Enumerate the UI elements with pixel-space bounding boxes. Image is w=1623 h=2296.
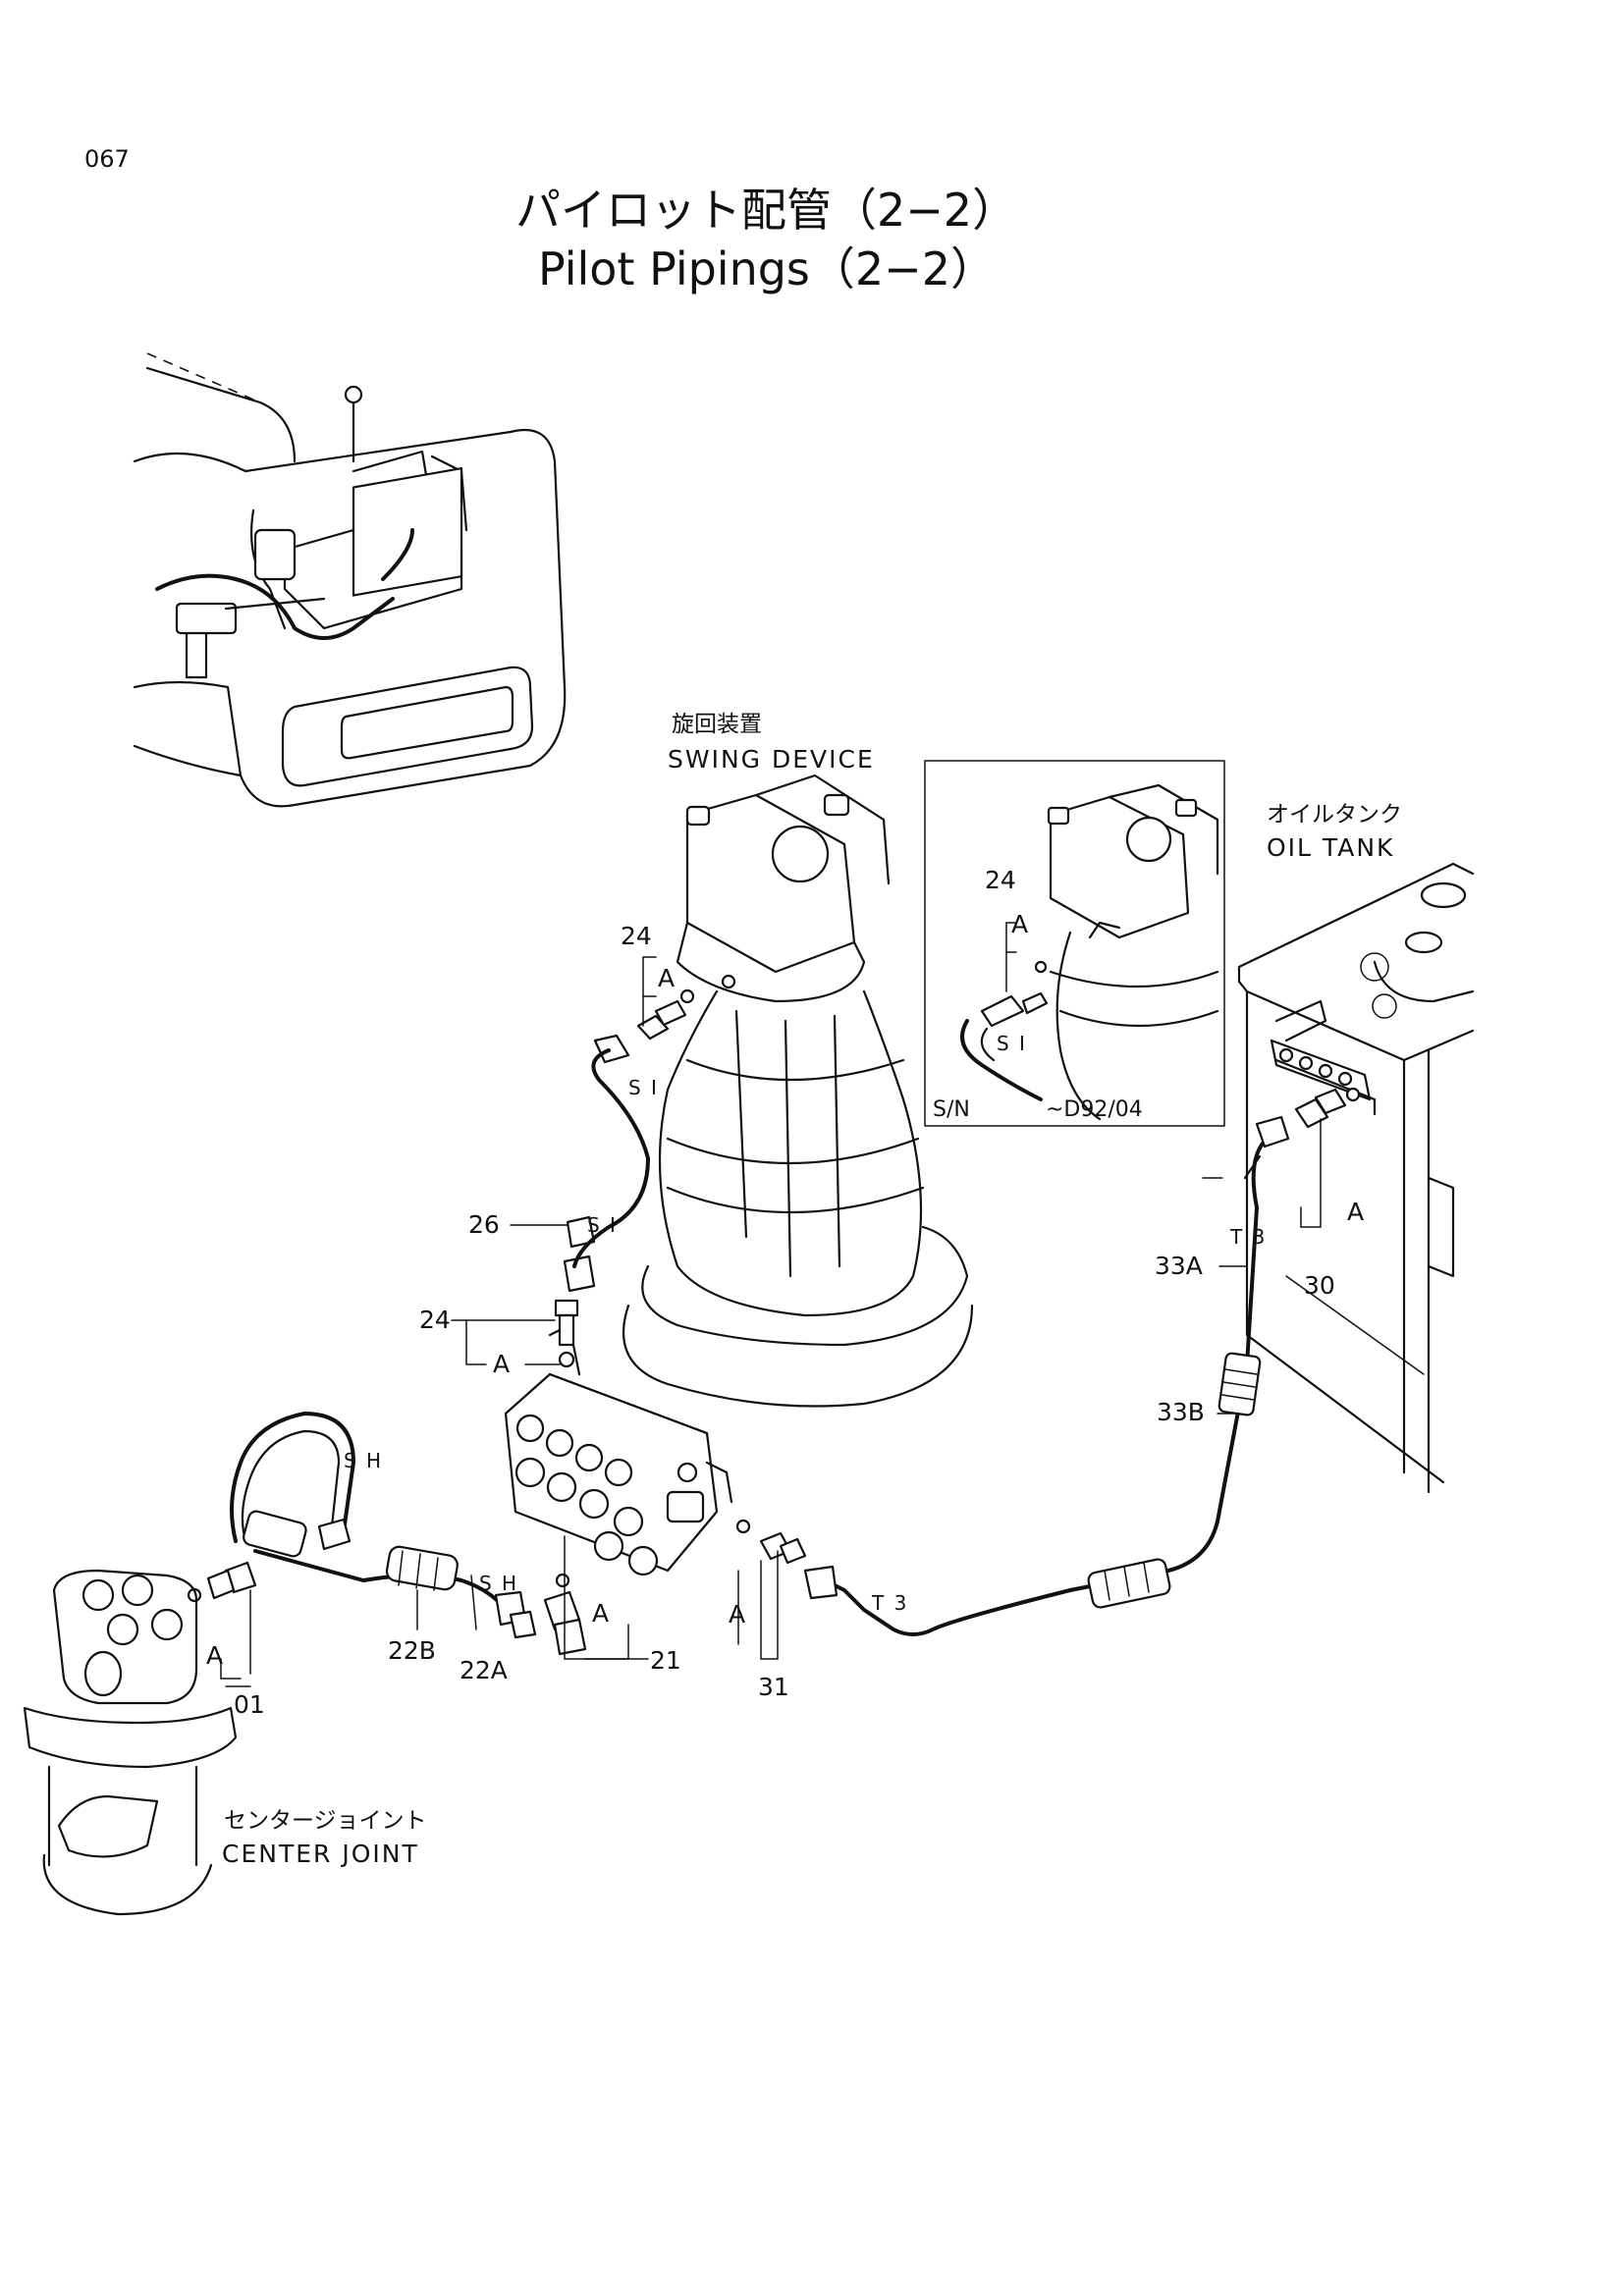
hose-code-t3-top: T 3 (1229, 1225, 1267, 1249)
ref-a-mid: A (493, 1350, 510, 1378)
ref-a-upper: A (658, 964, 675, 992)
swing-device-label-jp: 旋回装置 (672, 712, 762, 737)
hose-22 (230, 1412, 537, 1639)
leader-lines (220, 956, 1322, 1687)
hose-code-si-upper: S I (628, 1076, 659, 1099)
callout-26: 26 (468, 1210, 500, 1239)
callout-24-mid: 24 (419, 1306, 451, 1334)
callout-24-upper: 24 (621, 922, 652, 950)
callout-01: 01 (234, 1690, 265, 1719)
center-joint-illustration (23, 1569, 238, 1916)
callout-31: 31 (758, 1673, 789, 1701)
inset-serial-label: S/N (933, 1097, 970, 1122)
ref-a-oil-tank: A (1347, 1198, 1364, 1226)
callout-33b: 33B (1157, 1398, 1205, 1426)
callout-22a: 22A (460, 1656, 508, 1684)
ref-a-fitting-21: A (592, 1599, 609, 1628)
hose-26 (563, 1034, 650, 1293)
title-english: Pilot Pipings（2−2） (538, 242, 996, 295)
hose-code-sh-lower: S H (479, 1572, 518, 1595)
swing-device-label-en: SWING DEVICE (668, 745, 875, 774)
ref-a-inset: A (1011, 910, 1028, 938)
serial-inset-panel: S/N ~D92/04 (924, 760, 1225, 1127)
hose-33 (803, 1115, 1290, 1636)
machine-overview-illustration (133, 352, 567, 808)
fitting-01 (187, 1561, 257, 1603)
fitting-31 (735, 1519, 807, 1565)
fitting-24-lower (554, 1299, 579, 1368)
center-joint-label-en: CENTER JOINT (222, 1840, 419, 1868)
oil-tank-illustration (1237, 862, 1475, 1494)
fitting-30 (1294, 1087, 1361, 1129)
inset-serial-range: ~D92/04 (1046, 1097, 1143, 1122)
hose-code-si-mid: S I (587, 1213, 618, 1237)
title-japanese: パイロット配管（2−2） (515, 184, 1017, 237)
callout-24-inset: 24 (985, 866, 1016, 894)
hose-code-t3-bottom: T 3 (871, 1591, 908, 1615)
hose-code-si-inset: S I (997, 1032, 1027, 1055)
oil-tank-label-en: OIL TANK (1267, 833, 1394, 862)
page-number: 067 (84, 145, 130, 173)
fitting-21-elbow (543, 1573, 587, 1656)
oil-tank-label-jp: オイルタンク (1267, 802, 1402, 828)
ref-a-fitting-31: A (729, 1600, 745, 1629)
fitting-24-upper (636, 988, 695, 1041)
center-joint-label-jp: センタージョイント (224, 1808, 427, 1834)
callout-30: 30 (1304, 1271, 1335, 1300)
ref-a-fitting-01: A (206, 1641, 223, 1670)
swing-device-illustration (622, 774, 974, 1408)
callout-22b: 22B (388, 1636, 436, 1665)
callout-33a: 33A (1155, 1252, 1203, 1280)
callout-21: 21 (650, 1646, 681, 1675)
pilot-valve-block-illustration (504, 1323, 733, 1576)
hose-code-sh-upper: S H (344, 1449, 383, 1472)
